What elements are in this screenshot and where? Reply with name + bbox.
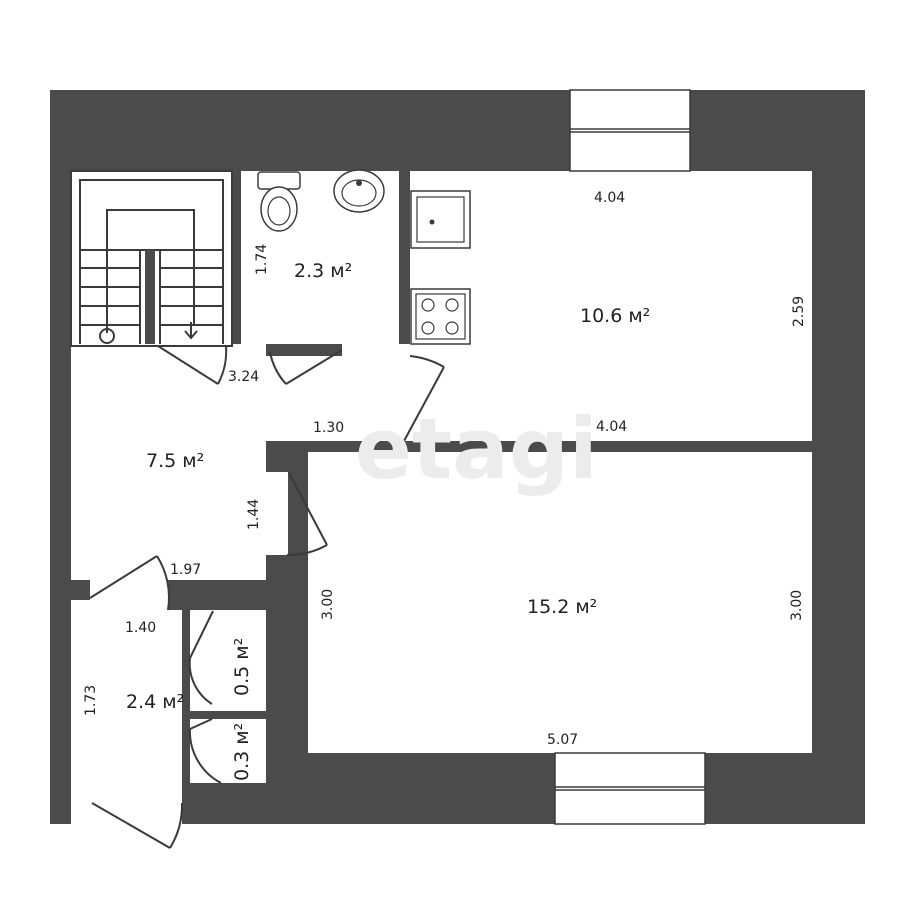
corridor-floor (90, 580, 182, 803)
dim-corridor-top: 1.40 (125, 620, 156, 636)
dim-hall-bottom: 1.97 (170, 562, 201, 578)
corridor-area-label: 2.4 м² (126, 691, 184, 713)
closet-upper-floor (190, 610, 266, 711)
dim-living-left: 3.00 (320, 589, 336, 620)
watermark: etagi (355, 400, 598, 498)
hall-area-label: 7.5 м² (146, 450, 204, 472)
dim-living-right: 3.00 (789, 590, 805, 621)
door-stair-hall (157, 345, 228, 385)
toilet-icon (257, 171, 301, 232)
dim-kitchen-right: 2.59 (791, 296, 807, 327)
dim-kitchen-top: 4.04 (594, 190, 625, 206)
sink-icon (333, 169, 385, 213)
hall-floor (71, 344, 410, 580)
dim-hall-side: 1.44 (246, 499, 262, 530)
dim-hall-mid: 1.30 (313, 420, 344, 436)
kitchen-floor (410, 171, 812, 441)
door-living (286, 472, 328, 557)
living-room-area-label: 15.2 м² (527, 596, 597, 618)
dim-kitchen-bottom: 4.04 (596, 419, 627, 435)
dim-bath-side: 1.74 (254, 244, 270, 275)
stove-icon (410, 288, 471, 345)
bathroom-area-label: 2.3 м² (294, 260, 352, 282)
corridor-left-opening (71, 600, 91, 803)
window-bottom (554, 752, 706, 825)
door-entrance (91, 802, 184, 849)
dim-hall-top: 3.24 (228, 369, 259, 385)
closet-lower-floor (190, 719, 266, 783)
door-closet-upper (188, 610, 214, 705)
closet-lower-area-label: 0.3 м² (231, 723, 253, 781)
door-bathroom (269, 349, 343, 385)
door-kitchen (403, 355, 445, 442)
living-room-floor (308, 452, 812, 753)
kitchen-area-label: 10.6 м² (580, 305, 650, 327)
closet-upper-area-label: 0.5 м² (231, 638, 253, 696)
window-top (569, 89, 691, 172)
hall-left-opening (71, 344, 91, 580)
dim-corridor-side: 1.73 (83, 685, 99, 716)
door-corridor (89, 555, 170, 611)
dim-living-bottom: 5.07 (547, 732, 578, 748)
kitchen-sink-icon (410, 190, 471, 249)
door-closet-lower (188, 718, 222, 784)
staircase (70, 170, 233, 347)
